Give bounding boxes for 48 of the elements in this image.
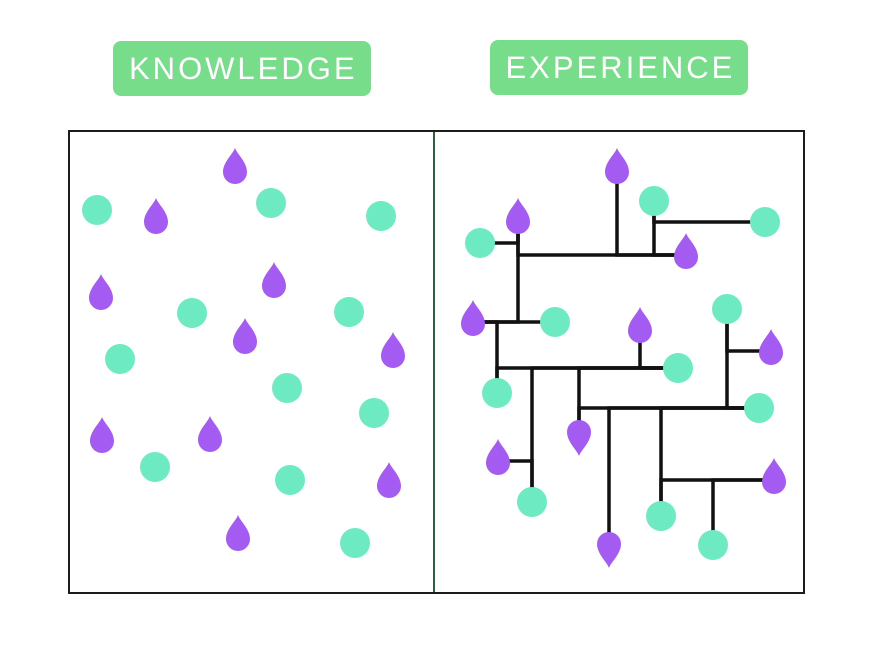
drop-icon <box>567 420 591 456</box>
dot-icon <box>275 465 305 495</box>
heading-banner: KNOWLEDGE <box>113 40 371 96</box>
dot-icon <box>482 378 512 408</box>
drop-icon <box>198 416 222 452</box>
drop-icon <box>597 532 621 568</box>
dot-icon <box>359 398 389 428</box>
connector-line <box>508 459 534 489</box>
dot-icon <box>517 487 547 517</box>
dot-icon <box>334 297 364 327</box>
drop-icon <box>759 329 783 365</box>
connector-line <box>725 322 761 353</box>
dot-icon <box>639 186 669 216</box>
drop-icon <box>377 462 401 498</box>
heading-banner: EXPERIENCE <box>490 40 748 94</box>
dot-icon <box>663 353 693 383</box>
drop-icon <box>506 198 530 234</box>
drop-icon <box>233 318 257 354</box>
drop-icon <box>144 198 168 234</box>
drop-icon <box>461 300 485 336</box>
drop-icon <box>605 148 629 184</box>
dot-icon <box>140 452 170 482</box>
connector-line <box>652 214 752 224</box>
connector-line <box>711 478 764 532</box>
drop-icon <box>486 439 510 475</box>
dot-icon <box>712 294 742 324</box>
dot-icon <box>750 207 780 237</box>
dot-icon <box>340 528 370 558</box>
drop-icon <box>674 233 698 269</box>
dot-icon <box>540 307 570 337</box>
drop-icon <box>223 148 247 184</box>
drop-icon <box>226 515 250 551</box>
dot-icon <box>82 195 112 225</box>
dot-icon <box>465 228 495 258</box>
drop-icon <box>762 458 786 494</box>
dot-icon <box>744 393 774 423</box>
dot-icon <box>646 501 676 531</box>
drop-icon <box>90 417 114 453</box>
dot-icon <box>698 530 728 560</box>
drop-icon <box>89 274 113 310</box>
dot-icon <box>177 298 207 328</box>
drop-icon <box>262 262 286 298</box>
dot-icon <box>105 344 135 374</box>
drop-icon <box>381 332 405 368</box>
dot-icon <box>366 201 396 231</box>
dot-icon <box>272 373 302 403</box>
drop-icon <box>628 307 652 343</box>
dot-icon <box>256 188 286 218</box>
